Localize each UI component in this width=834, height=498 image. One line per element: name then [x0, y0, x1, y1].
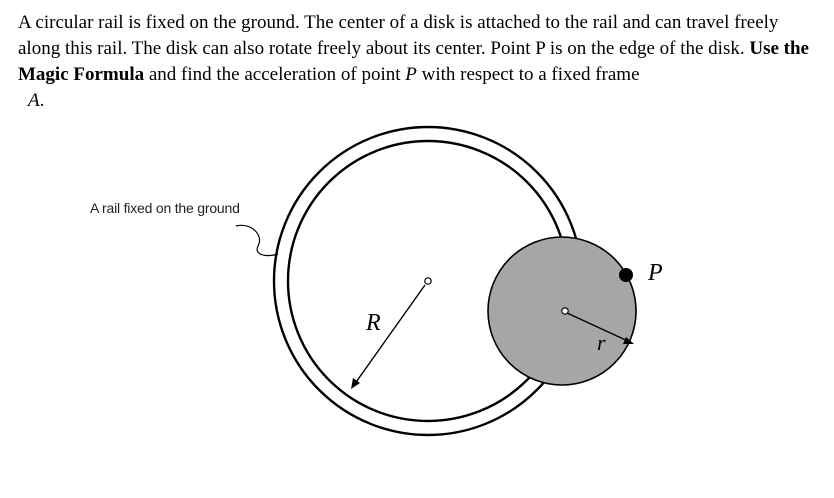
problem-point-symbol: P — [405, 64, 417, 85]
point-p-marker — [619, 268, 633, 282]
rail-label: A rail fixed on the ground — [90, 200, 240, 216]
rail-label-leader — [235, 224, 279, 257]
problem-text-1: A circular rail is fixed on the ground. … — [18, 12, 779, 59]
small-radius-arrowhead — [623, 337, 634, 344]
big-radius-label: R — [365, 310, 381, 336]
problem-statement: A circular rail is fixed on the ground. … — [18, 10, 818, 114]
small-radius-label: r — [597, 330, 606, 355]
problem-text-4: . — [39, 90, 45, 111]
problem-bold-instruction: Use the Magic Formula — [18, 38, 809, 85]
small-radius-line — [566, 312, 631, 343]
problem-text-2: and find the acceleration of point — [144, 64, 406, 85]
problem-text-3: with respect to a fixed frame — [416, 64, 640, 85]
disk-center-point — [561, 307, 569, 315]
point-p-label: P — [647, 260, 663, 286]
big-radius-arrowhead — [351, 378, 360, 389]
rail-center-point — [424, 277, 432, 285]
big-radius-line — [353, 284, 426, 386]
problem-frame-symbol: A — [28, 90, 40, 111]
